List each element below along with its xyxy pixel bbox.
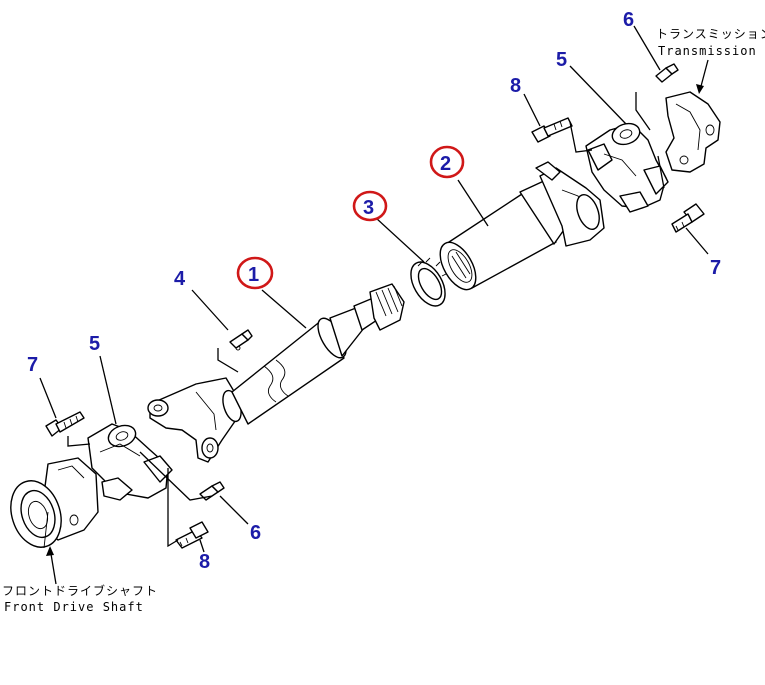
part-number-1: 1 [248,264,259,286]
front-drive-shaft-label-jp: フロントドライブシャフト [2,583,158,598]
bolt-8-bottom [175,521,209,549]
front-shaft-tube [231,283,405,425]
highlight-ring-2 [429,145,465,179]
bolt-8-top [531,117,573,143]
part-number-3: 3 [363,197,374,219]
part-number-2: 2 [440,153,451,175]
universal-joint-spider-left [87,423,173,501]
part-number-6-bottom: 6 [250,522,261,544]
highlight-ring-3 [352,190,388,222]
transmission-label-jp: トランスミッション [656,27,765,41]
front-drive-shaft-label-en: Front Drive Shaft [4,600,144,614]
seal-ring-3 [410,257,447,307]
transmission-label-en: Transmission [658,44,757,58]
bolt-7-right [671,203,705,233]
sleeve-yoke-shaft [439,161,605,291]
grease-fitting-4 [229,329,253,349]
bolt-7-left [45,411,85,437]
front-shaft-yoke [147,377,242,463]
transmission-flange [665,91,721,173]
highlight-ring-1 [236,256,274,290]
universal-joint-spider-right [585,122,669,213]
leader-lines [39,25,709,585]
part-number-7-left: 7 [27,354,38,376]
grease-fitting-6-top [655,63,679,83]
part-number-7-right: 7 [710,257,721,279]
part-number-5-left: 5 [89,333,100,355]
part-number-8-top: 8 [510,75,521,97]
part-number-5-right: 5 [556,49,567,71]
front-flange-yoke [10,457,99,549]
part-number-4: 4 [174,268,186,290]
part-number-8-bottom: 8 [199,551,210,573]
part-number-6-top: 6 [623,9,634,31]
